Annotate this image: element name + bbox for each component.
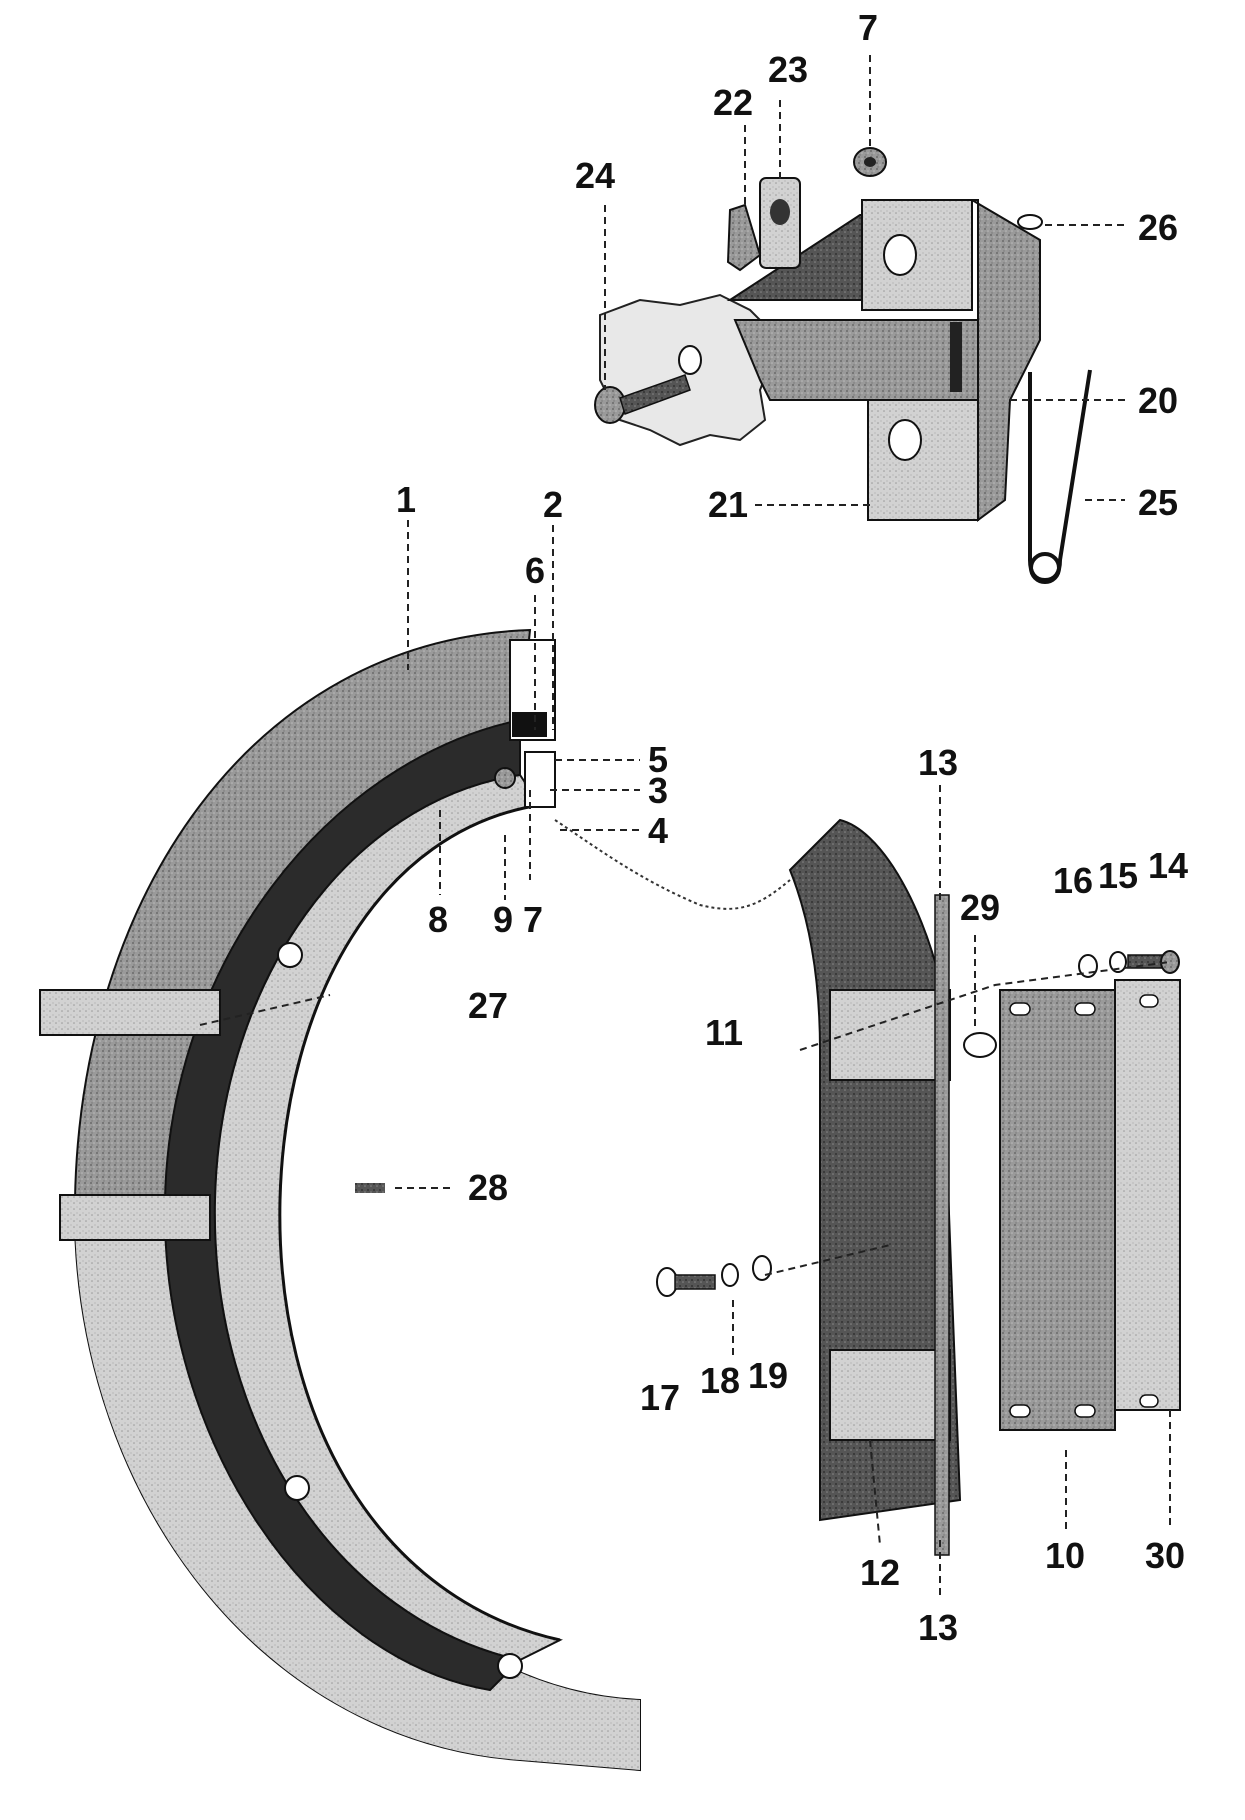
callout-7-ring: 7 bbox=[523, 899, 543, 940]
callout-24: 24 bbox=[575, 155, 615, 196]
lower-clamp-block bbox=[867, 399, 979, 521]
callout-7-top: 7 bbox=[858, 7, 878, 48]
mounting-plate bbox=[999, 989, 1116, 1431]
ring-assembly bbox=[39, 628, 1181, 1772]
seal-section bbox=[512, 712, 547, 737]
callout-13-bottom: 13 bbox=[918, 1607, 958, 1648]
callout-11: 11 bbox=[705, 1012, 743, 1053]
upper-block-bore bbox=[883, 234, 917, 276]
callout-15: 15 bbox=[1098, 855, 1138, 896]
side-housing bbox=[968, 199, 1041, 522]
callout-1: 1 bbox=[396, 479, 416, 520]
callout-3: 3 bbox=[648, 770, 668, 811]
callout-17: 17 bbox=[640, 1377, 680, 1418]
tool-holder-assembly bbox=[594, 147, 1092, 584]
spacer-ring bbox=[963, 1032, 997, 1058]
hinge-rod bbox=[934, 894, 950, 1556]
cap-bolt bbox=[594, 374, 691, 424]
callout-labels: 1 2 3 4 5 6 7 7 8 9 10 11 12 13 13 14 15… bbox=[396, 7, 1188, 1648]
callout-16: 16 bbox=[1053, 860, 1093, 901]
bearing-block bbox=[524, 751, 556, 808]
lower-block-bore bbox=[888, 419, 922, 461]
spring-clip bbox=[1028, 369, 1092, 583]
ring-bore bbox=[278, 803, 561, 1642]
hinge-pin bbox=[950, 322, 962, 392]
backing-plate bbox=[1114, 979, 1181, 1411]
small-bracket bbox=[726, 203, 762, 272]
leader-lines bbox=[199, 55, 1171, 1600]
pin-post-hole bbox=[770, 199, 790, 225]
callout-9: 9 bbox=[493, 899, 513, 940]
cutaway-edge bbox=[554, 819, 791, 910]
callout-12: 12 bbox=[860, 1552, 900, 1593]
callout-28: 28 bbox=[468, 1167, 508, 1208]
callout-14: 14 bbox=[1148, 845, 1188, 886]
callout-5: 5 bbox=[648, 739, 668, 780]
ring-bolts bbox=[277, 767, 523, 1679]
arm-bore bbox=[678, 345, 702, 375]
callout-6: 6 bbox=[525, 550, 545, 591]
callout-27: 27 bbox=[468, 985, 508, 1026]
hinge-bracket-bottom bbox=[829, 1349, 951, 1441]
threaded-stud bbox=[355, 1183, 385, 1193]
upper-handle bbox=[39, 989, 221, 1036]
callout-20: 20 bbox=[1138, 380, 1178, 421]
callout-19: 19 bbox=[748, 1355, 788, 1396]
washer-small bbox=[1017, 214, 1043, 230]
callout-26: 26 bbox=[1138, 207, 1178, 248]
callout-23: 23 bbox=[768, 49, 808, 90]
callout-13-top: 13 bbox=[918, 742, 958, 783]
callout-2: 2 bbox=[543, 484, 563, 525]
callout-21: 21 bbox=[708, 484, 748, 525]
callout-30: 30 bbox=[1145, 1535, 1185, 1576]
callout-25: 25 bbox=[1138, 482, 1178, 523]
callout-18: 18 bbox=[700, 1360, 740, 1401]
lower-handle bbox=[59, 1194, 211, 1241]
mounting-slots bbox=[1009, 994, 1159, 1418]
plate-bolt-set bbox=[1078, 950, 1180, 978]
callout-4: 4 bbox=[648, 810, 668, 851]
callout-10: 10 bbox=[1045, 1535, 1085, 1576]
hex-nut-hole bbox=[864, 157, 876, 167]
bolt-washer-set bbox=[656, 1255, 772, 1297]
hinge-bracket-top bbox=[829, 989, 951, 1081]
callout-22: 22 bbox=[713, 82, 753, 123]
callout-8: 8 bbox=[428, 899, 448, 940]
callout-29: 29 bbox=[960, 887, 1000, 928]
